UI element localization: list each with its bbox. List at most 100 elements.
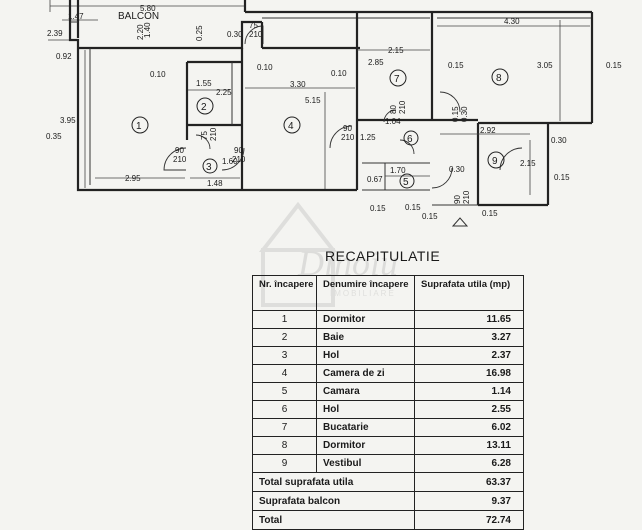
dimension-label: 210 [462, 190, 471, 204]
room-name-cell: Hol [316, 400, 415, 419]
room-name-cell: Baie [316, 328, 415, 347]
header-nr: Nr. încapere [252, 275, 317, 311]
room-nr-cell: 7 [252, 418, 317, 437]
dimension-label: 210 [249, 30, 263, 39]
svg-text:4: 4 [288, 121, 294, 132]
room-area-cell: 16.98 [414, 364, 524, 383]
dimension-label: 1.48 [207, 179, 223, 188]
dimension-label: 2.95 [125, 174, 141, 183]
svg-text:7: 7 [394, 74, 400, 85]
room-name-cell: Vestibul [316, 454, 415, 473]
room-number-3: 3 [202, 158, 218, 174]
dimension-label: 1.55 [196, 79, 212, 88]
dimension-label: 0.10 [150, 70, 166, 79]
floor-plan: 5.80 1.47 BALCON 2.39 0.92 2.20 1.40 0.2… [46, 0, 622, 227]
dimension-label: 1.47 [68, 12, 84, 21]
room-number-9: 9 [487, 151, 505, 169]
dimension-label: 1.04 [385, 117, 401, 126]
room-area-cell: 6.02 [414, 418, 524, 437]
total-value: 9.37 [414, 491, 524, 511]
room-number-4: 4 [283, 116, 301, 134]
dimension-label: 0.30 [551, 136, 567, 145]
room-area-cell: 2.37 [414, 346, 524, 365]
dimension-label: 210 [398, 100, 407, 114]
room-name-cell: Bucatarie [316, 418, 415, 437]
dimension-label: 0.10 [257, 63, 273, 72]
total-label: Suprafata balcon [252, 491, 415, 511]
dimension-label: 0.15 [370, 204, 386, 213]
dimension-label: 3.30 [290, 80, 306, 89]
room-nr-cell: 2 [252, 328, 317, 347]
svg-text:1: 1 [136, 121, 142, 132]
header-suprafata: Suprafata utila (mp) [414, 275, 524, 311]
dimension-label: 2.15 [388, 46, 404, 55]
dimension-label: 2.20 [136, 24, 145, 40]
room-name-cell: Dormitor [316, 310, 415, 329]
room-number-8: 8 [491, 68, 509, 86]
room-number-7: 7 [389, 69, 407, 87]
dimension-label: 0.67 [367, 175, 383, 184]
dimension-label: 2.85 [368, 58, 384, 67]
dimension-label: 0.15 [451, 106, 460, 122]
recap-table: Nr. încapere Denumire încapere Suprafata… [252, 275, 524, 530]
room-area-cell: 11.65 [414, 310, 524, 329]
room-nr-cell: 1 [252, 310, 317, 329]
dimension-label: 75 [200, 131, 209, 140]
dimension-label: 210 [232, 155, 246, 164]
room-nr-cell: 3 [252, 346, 317, 365]
dimension-label: 4.30 [504, 17, 520, 26]
dimension-label: 0.30 [449, 165, 465, 174]
dimension-label: 2.39 [47, 29, 63, 38]
room-number-6: 6 [403, 130, 419, 146]
dimension-label: 0.25 [195, 25, 204, 41]
room-nr-cell: 6 [252, 400, 317, 419]
dimension-label: 0.35 [46, 132, 62, 141]
dimension-label: 90 [175, 146, 184, 155]
room-name-cell: Dormitor [316, 436, 415, 455]
dimension-label: 75 [249, 21, 258, 30]
dimension-label: 2.15 [520, 159, 536, 168]
dimension-label: 90 [343, 124, 352, 133]
dimension-label: 210 [209, 127, 218, 141]
room-nr-cell: 5 [252, 382, 317, 401]
room-number-2: 2 [196, 97, 214, 115]
room-nr-cell: 8 [252, 436, 317, 455]
dimension-label: 5.80 [140, 4, 156, 13]
dimension-label: 0.30 [460, 106, 469, 122]
total-value: 63.37 [414, 472, 524, 492]
room-name-cell: Hol [316, 346, 415, 365]
dimension-label: 0.15 [405, 203, 421, 212]
room-number-5: 5 [399, 173, 415, 189]
dimension-label: 0.92 [56, 52, 72, 61]
dimension-label: 90 [453, 195, 462, 204]
room-area-cell: 2.55 [414, 400, 524, 419]
dimension-label: 1.60 [222, 157, 238, 166]
dimension-label: 80 [389, 105, 398, 114]
svg-text:3: 3 [206, 162, 212, 173]
dimension-label: 0.15 [606, 61, 622, 70]
total-label: Total suprafata utila [252, 472, 415, 492]
dimension-label: 3.95 [60, 116, 76, 125]
room-name-cell: Camara [316, 382, 415, 401]
dimension-label: 0.15 [448, 61, 464, 70]
dimension-label: 0.15 [422, 212, 438, 221]
dimension-label: 0.15 [554, 173, 570, 182]
dimension-label: 0.10 [331, 69, 347, 78]
dimension-label: 2.92 [480, 126, 496, 135]
dimension-label: 0.15 [482, 209, 498, 218]
room-nr-cell: 4 [252, 364, 317, 383]
room-area-cell: 6.28 [414, 454, 524, 473]
svg-text:8: 8 [496, 73, 502, 84]
balcony-label: BALCON [118, 11, 159, 22]
svg-text:5: 5 [403, 177, 409, 188]
svg-text:6: 6 [407, 134, 413, 145]
dimension-label: 3.05 [537, 61, 553, 70]
